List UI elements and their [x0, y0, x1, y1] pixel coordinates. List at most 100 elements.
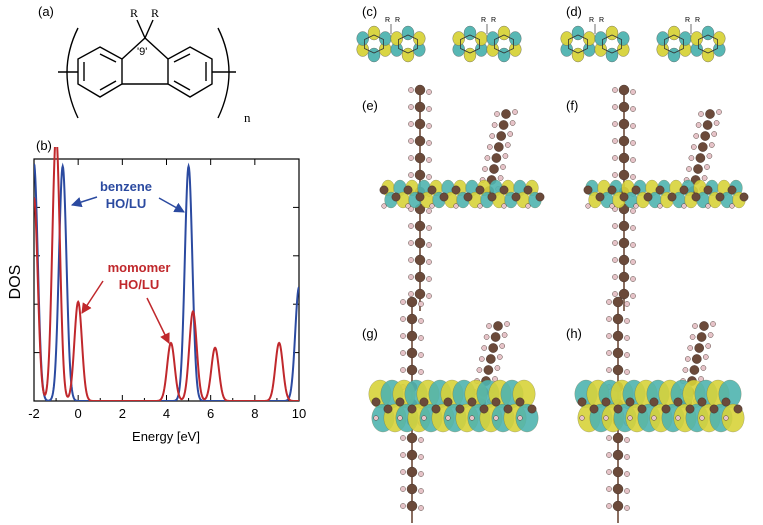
carbon-atom	[612, 296, 624, 308]
hydrogen-atom	[711, 131, 718, 137]
annotation-monomer-arrow-right	[146, 297, 170, 344]
series-line-red	[34, 147, 299, 401]
carbon-atom	[379, 185, 389, 195]
x-tick-label: 0	[75, 406, 82, 421]
hydrogen-atom	[716, 109, 722, 115]
hydrogen-atom	[400, 469, 406, 475]
hydrogen-atom	[426, 276, 432, 282]
hydrogen-atom	[426, 225, 432, 231]
hydrogen-atom	[606, 469, 612, 475]
carbon-atom	[406, 313, 418, 325]
carbon-atom	[703, 185, 713, 195]
panel-label-d: (d)	[566, 4, 582, 19]
hydrogen-atom	[400, 316, 406, 322]
hydrogen-atom	[633, 203, 639, 209]
orbital-lobe	[497, 47, 511, 63]
carbon-atom	[733, 404, 743, 414]
carbon-atom	[414, 254, 426, 266]
hydrogen-atom	[497, 175, 504, 181]
hydrogen-atom	[701, 175, 708, 181]
carbon-atom	[501, 109, 511, 119]
hydrogen-atom	[710, 321, 716, 327]
hydrogen-atom	[426, 293, 432, 299]
hydrogen-atom	[405, 203, 411, 209]
hydrogen-atom	[418, 454, 424, 460]
carbon-atom	[523, 185, 533, 195]
hydrogen-atom	[609, 203, 615, 209]
hydrogen-atom	[612, 172, 618, 178]
right-ring-inner-bond-2	[173, 80, 191, 91]
hydrogen-atom	[713, 120, 720, 126]
carbon-atom	[489, 164, 499, 174]
hydrogen-atom	[689, 334, 696, 340]
carbon-atom	[406, 466, 418, 478]
carbon-atom	[496, 131, 507, 141]
orbital-r-label: R	[599, 17, 604, 24]
hydrogen-atom	[687, 345, 694, 351]
hydrogen-atom	[426, 89, 432, 95]
hydrogen-atom	[400, 452, 406, 458]
hydrogen-atom	[630, 140, 636, 146]
hydrogen-atom	[400, 299, 406, 305]
hydrogen-atom	[408, 155, 414, 161]
panel-label-a: (a)	[38, 4, 54, 19]
molecule-render-f	[583, 84, 749, 311]
hydrogen-atom	[477, 203, 483, 209]
hydrogen-atom	[705, 343, 712, 349]
repeat-subscript-n: n	[244, 110, 251, 125]
carbon-atom	[673, 397, 683, 407]
orbital-lobe	[452, 31, 465, 46]
hydrogen-atom	[500, 164, 506, 170]
hydrogen-atom	[630, 106, 636, 112]
carbon-atom	[618, 237, 630, 249]
hydrogen-atom	[630, 157, 636, 163]
hydrogen-atom	[606, 452, 612, 458]
x-tick-label: 2	[119, 406, 126, 421]
hydrogen-atom	[481, 345, 488, 351]
hydrogen-atom	[408, 104, 414, 110]
hydrogen-atom	[606, 367, 612, 373]
hydrogen-atom	[426, 106, 432, 112]
carbon-atom	[695, 153, 706, 163]
carbon-atom	[499, 185, 509, 195]
hydrogen-atom	[624, 454, 630, 460]
carbon-atom	[661, 404, 671, 414]
hydrogen-atom	[504, 142, 511, 148]
carbon-atom	[721, 397, 731, 407]
annotation-monomer-line1: momomer	[108, 260, 171, 275]
carbon-atom	[689, 365, 700, 375]
annotation-monomer-arrow-left	[81, 280, 104, 314]
orbital-lobe	[617, 31, 630, 46]
hydrogen-atom	[418, 471, 424, 477]
carbon-atom	[463, 192, 473, 202]
carbon-atom	[406, 330, 418, 342]
carbon-atom	[618, 288, 630, 300]
orbital-lobe	[413, 31, 426, 46]
hydrogen-atom	[624, 352, 630, 358]
panel-label-c: (c)	[362, 4, 378, 19]
hydrogen-atom	[504, 321, 510, 327]
carbon-atom	[535, 192, 545, 202]
carbon-atom	[403, 185, 413, 195]
carbon-atom	[625, 397, 635, 407]
hydrogen-atom	[517, 415, 523, 421]
carbon-atom	[618, 152, 630, 164]
hydrogen-atom	[484, 155, 491, 161]
hydrogen-atom	[408, 240, 414, 246]
carbon-atom	[618, 84, 630, 96]
carbon-atom	[451, 185, 461, 195]
carbon-atom	[491, 153, 502, 163]
series-line-blue	[34, 162, 299, 401]
hydrogen-atom	[496, 354, 503, 360]
carbon-atom	[618, 135, 630, 147]
hydrogen-atom	[501, 332, 508, 338]
hydrogen-atom	[688, 155, 695, 161]
carbon-atom	[414, 237, 426, 249]
carbon-atom	[618, 169, 630, 181]
hydrogen-atom	[579, 415, 585, 421]
orbital-lobe	[356, 31, 369, 46]
hydrogen-atom	[489, 133, 496, 139]
carbon-atom	[467, 397, 477, 407]
hydrogen-atom	[695, 122, 702, 128]
